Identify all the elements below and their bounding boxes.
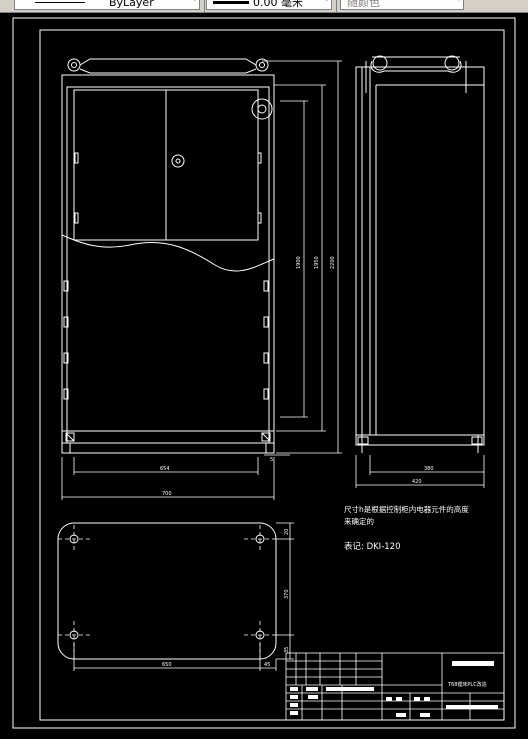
chevron-down-icon[interactable] xyxy=(191,0,199,3)
note-line-1: 尺寸h是根据控制柜内电器元件的高度 xyxy=(344,504,469,514)
plotstyle-dropdown[interactable]: 随颜色 xyxy=(340,0,464,10)
dim-base-top: 20 xyxy=(284,529,290,535)
cad-drawing: 654 700 5 1900 1950 2200 380 420 370 20 … xyxy=(12,17,516,729)
linetype-dropdown[interactable]: ByLayer xyxy=(14,0,200,10)
dim-base-bottom: 35 xyxy=(284,647,290,653)
base-plan-view xyxy=(57,522,294,671)
dim-base-depth: 370 xyxy=(284,589,290,599)
front-view xyxy=(61,58,275,454)
linetype-swatch xyxy=(35,2,85,3)
drawing-canvas[interactable]: 654 700 5 1900 1950 2200 380 420 370 20 … xyxy=(0,13,528,734)
dim-height-h: 1900 xyxy=(296,256,302,269)
linetype-value: ByLayer xyxy=(109,0,154,9)
title-block xyxy=(285,652,505,721)
toolbar-separator xyxy=(336,0,337,12)
dim-small: 5 xyxy=(270,457,273,463)
plotstyle-value: 随颜色 xyxy=(347,0,380,9)
title-block-text-marks xyxy=(290,661,498,717)
drawing-border-outer xyxy=(12,17,516,729)
door-lock xyxy=(171,154,185,168)
chevron-down-icon[interactable] xyxy=(455,0,463,3)
dim-base-offset: 45 xyxy=(264,662,270,668)
dim-side-outer-width: 420 xyxy=(412,479,422,485)
drawing-border-inner xyxy=(39,29,505,721)
marking-text: 表记: DKI-120 xyxy=(344,541,400,552)
hinge-detail xyxy=(251,98,273,120)
side-view xyxy=(355,55,485,453)
lineweight-dropdown[interactable]: 0.00 毫米 xyxy=(206,0,332,10)
lifting-eye-left xyxy=(67,58,81,72)
dim-front-inner-width: 654 xyxy=(160,466,170,472)
chevron-down-icon[interactable] xyxy=(323,0,331,3)
dim-height-2: 2200 xyxy=(330,256,336,269)
front-dimensions xyxy=(61,60,342,500)
dim-side-width: 380 xyxy=(424,466,434,472)
dim-base-width: 650 xyxy=(162,662,172,668)
lineweight-swatch xyxy=(213,1,249,4)
toolbar-separator xyxy=(204,0,205,12)
dim-front-outer-width: 700 xyxy=(162,491,172,497)
side-dimensions xyxy=(355,455,485,488)
note-line-2: 来确定的 xyxy=(344,516,374,526)
title-block-name: T68镗床PLC改造 xyxy=(447,681,487,688)
properties-toolbar: ByLayer 0.00 毫米 随颜色 xyxy=(0,0,528,13)
lineweight-value: 0.00 毫米 xyxy=(253,0,303,9)
dim-height-1: 1950 xyxy=(314,256,320,269)
lifting-eye-right xyxy=(255,58,269,72)
